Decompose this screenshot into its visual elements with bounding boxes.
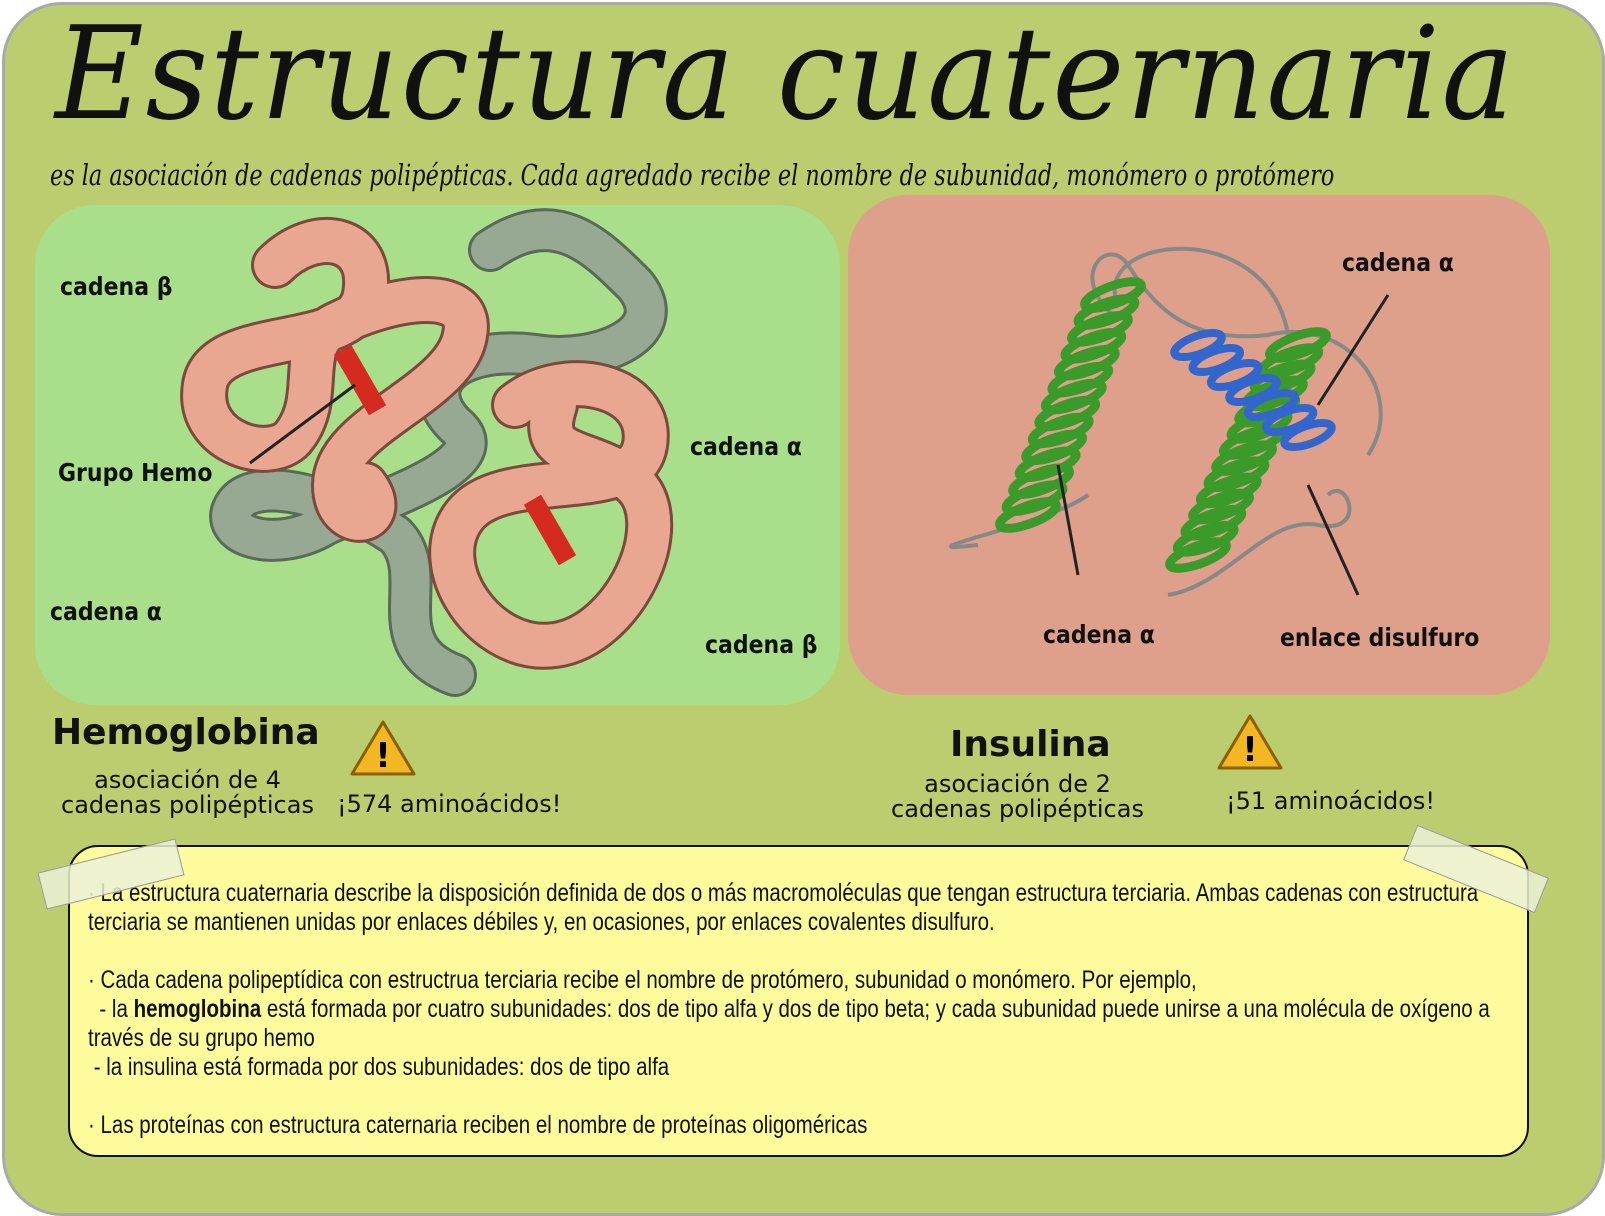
label-insulin-alpha-bottom: cadena α: [1043, 620, 1155, 649]
note-paragraph: · Las proteínas con estructura caternari…: [88, 1111, 868, 1139]
note-paragraph: · Cada cadena polipeptídica con estructr…: [88, 966, 1197, 994]
helix-turn: [1203, 456, 1270, 493]
hemoglobin-illustration: [180, 208, 674, 697]
label-cadena-alpha-right: cadena α: [690, 432, 802, 461]
page-subtitle: es la asociación de cadenas polipépticas…: [50, 158, 1335, 192]
hemoglobin-title: Hemoglobina: [52, 712, 320, 753]
warning-icon: !: [1217, 714, 1283, 770]
note-text-span: - la: [88, 995, 134, 1023]
desc-line: asociación de 2: [924, 770, 1111, 798]
note-text: · La estructura cuaternaria describe la …: [88, 879, 1531, 1140]
helix-turn: [1211, 440, 1278, 476]
note-text-span: está formada por cuatro subunidades: dos…: [88, 995, 1496, 1052]
page-title: Estructura cuaternaria: [55, 0, 1517, 149]
heme-group: [333, 344, 387, 416]
helix-turn: [1172, 521, 1239, 557]
info-note: · La estructura cuaternaria describe la …: [68, 845, 1529, 1157]
insulin-description: asociación de 2 cadenas polipépticas: [875, 772, 1160, 822]
label-cadena-alpha-left: cadena α: [50, 597, 162, 626]
helix-turn: [1265, 327, 1331, 363]
helix-turn: [1165, 537, 1231, 573]
helix-turn: [1249, 359, 1316, 396]
heme-group: [523, 494, 577, 566]
note-bold-term: hemoglobina: [133, 995, 262, 1023]
insulin-panel: [848, 195, 1550, 695]
helix-turn: [1195, 472, 1262, 509]
note-paragraph: - la insulina está formada por dos subun…: [88, 1053, 670, 1081]
label-insulin-alpha-top: cadena α: [1342, 248, 1454, 277]
helix-turn: [995, 497, 1061, 533]
insulin-title: Insulina: [950, 724, 1111, 765]
label-cadena-beta-bottom: cadena β: [705, 630, 818, 659]
warning-icon: !: [350, 720, 416, 776]
label-cadena-beta-top: cadena β: [60, 272, 173, 301]
label-grupo-hemo: Grupo Hemo: [58, 458, 213, 487]
note-paragraph: · La estructura cuaternaria describe la …: [88, 879, 1479, 936]
insulin-illustration: [948, 246, 1390, 597]
svg-text:!: !: [375, 736, 391, 776]
desc-line: cadenas polipépticas: [891, 795, 1144, 823]
hemoglobin-aminoacids: ¡574 aminoácidos!: [337, 790, 562, 818]
desc-line: cadenas polipépticas: [61, 791, 314, 819]
helix-turn: [1280, 418, 1336, 452]
insulin-aminoacids: ¡51 aminoácidos!: [1226, 787, 1436, 815]
hemoglobin-description: asociación de 4 cadenas polipépticas: [45, 768, 330, 818]
helix-turn: [1257, 343, 1324, 379]
helix-turn: [1180, 504, 1247, 541]
svg-text:!: !: [1242, 730, 1258, 770]
label-disulfide-bond: enlace disulfuro: [1280, 623, 1480, 652]
desc-line: asociación de 4: [94, 766, 281, 794]
note-paragraph: - la hemoglobina está formada por cuatro…: [88, 995, 1531, 1053]
helix-turn: [1188, 488, 1254, 525]
